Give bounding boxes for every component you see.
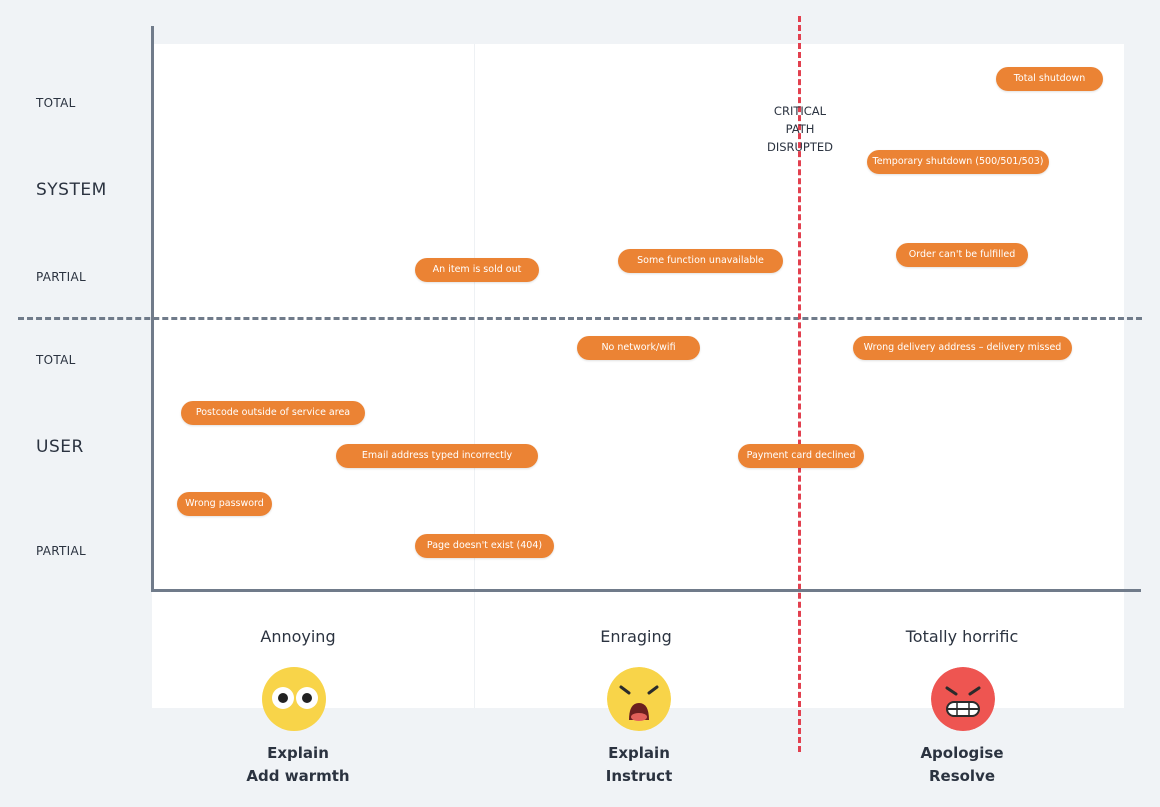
action-resolve: Resolve (928, 767, 996, 785)
pill-temporary-shutdown: Temporary shutdown (500/501/503) (867, 150, 1049, 174)
system-user-divider (18, 317, 1142, 320)
column-annoying-actions: Explain Add warmth (198, 742, 398, 788)
pill-order-unfulfilled: Order can't be fulfilled (896, 243, 1028, 267)
x-axis (151, 589, 1141, 592)
column-enraging-actions: Explain Instruct (539, 742, 739, 788)
action-add-warmth: Add warmth (246, 767, 350, 785)
wide-eyed-face-icon (262, 667, 326, 731)
pill-wrong-delivery-address: Wrong delivery address – delivery missed (853, 336, 1072, 360)
action-instruct: Instruct (605, 767, 673, 785)
user-partial-label: PARTIAL (36, 544, 87, 558)
column-enraging-title: Enraging (600, 627, 672, 646)
critical-line-2: PATH (785, 122, 815, 136)
system-total-label: TOTAL (36, 96, 76, 110)
pill-page-not-found: Page doesn't exist (404) (415, 534, 554, 558)
frustrated-face-icon (607, 667, 671, 731)
system-label: SYSTEM (36, 180, 107, 200)
pill-payment-declined: Payment card declined (738, 444, 864, 468)
pill-item-sold-out: An item is sold out (415, 258, 539, 282)
pill-email-typed-incorrectly: Email address typed incorrectly (336, 444, 538, 468)
pill-function-unavailable: Some function unavailable (618, 249, 783, 273)
action-apologise: Apologise (920, 744, 1004, 762)
angry-face-icon (931, 667, 995, 731)
right-eye (296, 687, 318, 709)
critical-line-3: DISRUPTED (766, 140, 834, 154)
user-label: USER (36, 437, 84, 457)
critical-line-1: CRITICAL (773, 104, 827, 118)
critical-path-line (798, 16, 801, 752)
action-explain: Explain (267, 744, 329, 762)
chart-panel (152, 44, 1124, 708)
critical-path-label: CRITICAL PATH DISRUPTED (755, 102, 845, 156)
system-partial-label: PARTIAL (36, 270, 87, 284)
column-horrific-actions: Apologise Resolve (862, 742, 1062, 788)
pill-postcode-outside-area: Postcode outside of service area (181, 401, 365, 425)
pill-total-shutdown: Total shutdown (996, 67, 1103, 91)
column-annoying-title: Annoying (260, 627, 336, 646)
left-eye (272, 687, 294, 709)
y-axis (151, 26, 154, 592)
column-horrific-title: Totally horrific (905, 627, 1019, 646)
pill-no-network: No network/wifi (577, 336, 700, 360)
user-total-label: TOTAL (36, 353, 76, 367)
column-divider (474, 44, 475, 708)
pill-wrong-password: Wrong password (177, 492, 272, 516)
action-explain: Explain (608, 744, 670, 762)
